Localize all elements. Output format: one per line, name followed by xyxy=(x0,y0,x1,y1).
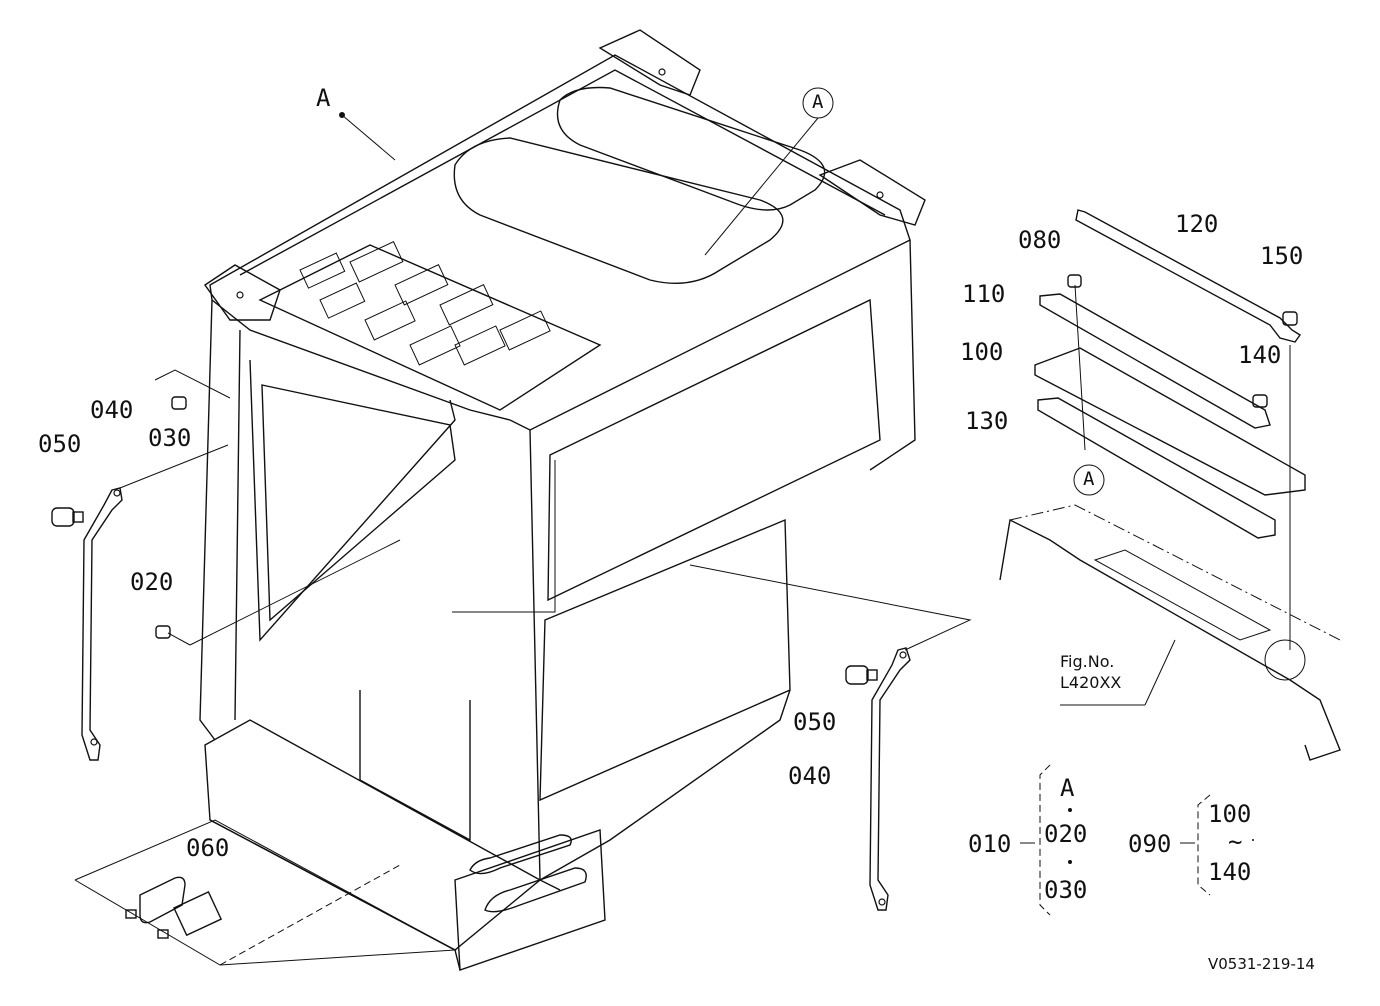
drawing-code: V0531-219-14 xyxy=(1208,955,1315,973)
part-060-cover xyxy=(125,876,223,939)
set-090-from: 100 xyxy=(1208,800,1252,828)
part-050-left-bolt xyxy=(51,507,84,527)
callout-020: 020 xyxy=(130,568,174,596)
set-010-item-030: 030 xyxy=(1044,876,1088,904)
callout-040-right: 040 xyxy=(788,762,832,790)
callout-030: 030 xyxy=(148,424,192,452)
set-090-tilde: ~ xyxy=(1228,828,1243,856)
part-050-right-bolt xyxy=(845,665,878,685)
callout-060: 060 xyxy=(186,834,230,862)
part-030-bolt xyxy=(171,396,187,410)
part-150-nut xyxy=(1282,311,1298,326)
circled-ref-a-top xyxy=(802,87,834,119)
callout-050-left: 050 xyxy=(38,430,82,458)
cab-roof xyxy=(204,29,926,431)
set-010-bracket xyxy=(1020,764,1051,916)
part-040-left-bar xyxy=(81,487,123,761)
part-120-plate xyxy=(1075,209,1302,343)
callout-080: 080 xyxy=(1018,226,1062,254)
part-100-plate xyxy=(1034,347,1306,496)
callout-140: 140 xyxy=(1238,341,1282,369)
callout-a-circle-top: A xyxy=(812,91,824,113)
callout-130: 130 xyxy=(965,407,1009,435)
cab-left-side xyxy=(199,299,456,741)
part-140-nut xyxy=(1252,394,1268,408)
callout-120: 120 xyxy=(1175,210,1219,238)
callout-a: A xyxy=(316,84,331,112)
callout-110: 110 xyxy=(962,280,1006,308)
reference-floor-frame xyxy=(999,504,1341,761)
part-040-right-bar xyxy=(869,647,911,911)
circled-ref-a-right xyxy=(1073,464,1105,496)
callout-a-circle-right: A xyxy=(1083,468,1095,490)
part-020-bolt xyxy=(155,625,171,639)
callout-100: 100 xyxy=(960,338,1004,366)
set-090-to: 140 xyxy=(1208,858,1252,886)
figure-ref-line1: Fig.No. xyxy=(1060,652,1115,671)
part-080-bolt xyxy=(1067,274,1082,288)
set-010-item-020: 020 xyxy=(1044,820,1088,848)
cab-right-side xyxy=(529,239,916,891)
set-090-label: 090 xyxy=(1128,830,1172,858)
figure-reference: Fig.No. L420XX xyxy=(1060,652,1121,694)
callout-150: 150 xyxy=(1260,242,1304,270)
set-010-item-a: A xyxy=(1060,774,1075,802)
set-010-label: 010 xyxy=(968,830,1012,858)
figure-ref-line2: L420XX xyxy=(1060,672,1122,692)
leader-lines xyxy=(74,114,1291,966)
part-130-plate xyxy=(1037,397,1276,539)
part-110-plate xyxy=(1039,293,1271,429)
callout-040-left: 040 xyxy=(90,396,134,424)
cab-floor xyxy=(204,690,606,971)
callout-050-right: 050 xyxy=(793,708,837,736)
set-090-bracket xyxy=(1180,794,1211,896)
